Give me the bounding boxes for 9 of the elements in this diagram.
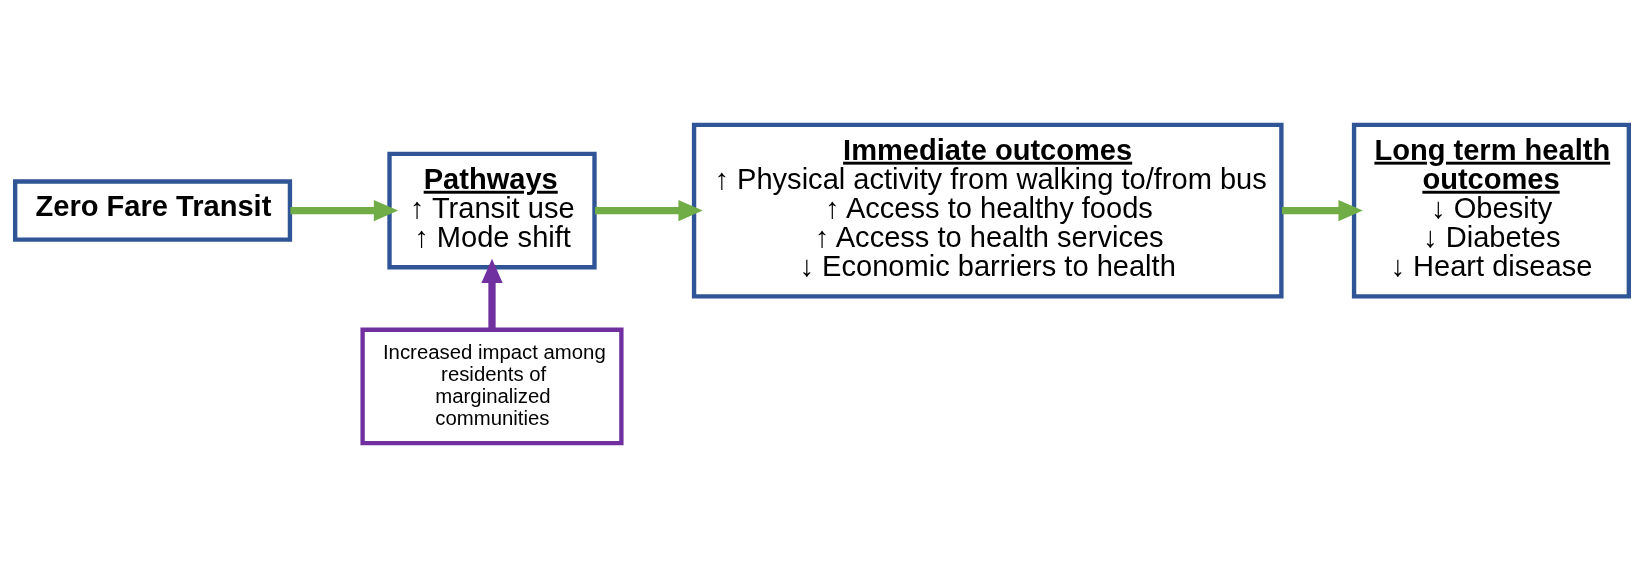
node-box: Immediate outcomes ↑ Physical activity from walking to/from bus ↑ Access to healthy foods ↑ Access to health services ↓ Economic barriers to health [691, 122, 1284, 299]
node-box: Zero Fare Transit [13, 179, 293, 242]
arrow [1281, 199, 1363, 222]
node-box: Long term health outcomes ↓ Obesity ↓ Diabetes ↓ Heart disease [1351, 122, 1631, 299]
arrow [594, 199, 703, 222]
arrow [481, 258, 503, 330]
node-box: Pathways ↑ Transit use ↑ Mode shift [387, 151, 597, 270]
node-box: Increased impact among residents of marginalized communities [360, 327, 624, 446]
arrow [290, 199, 399, 222]
